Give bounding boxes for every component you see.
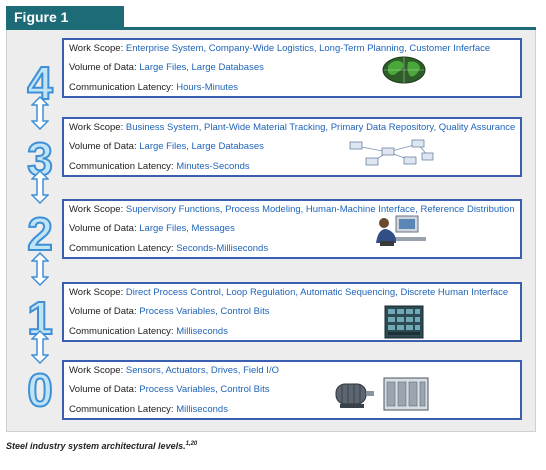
world-globe-icon [382, 56, 426, 84]
level-box-2: Work Scope: Supervisory Functions, Proce… [62, 199, 522, 259]
double-arrow-icon [31, 252, 49, 286]
figure-label: Figure 1 [6, 6, 124, 28]
work-scope-row: Work Scope: Enterprise System, Company-W… [69, 43, 491, 54]
level-number-0: 0 [26, 364, 54, 416]
header-rule [6, 27, 536, 30]
level-number-2: 2 [26, 208, 54, 260]
latency-row: Communication Latency: Hours-Minutes [69, 82, 238, 93]
figure-caption: Steel industry system architectural leve… [6, 441, 198, 451]
work-scope-row: Work Scope: Business System, Plant-Wide … [69, 122, 516, 133]
level-box-0: Work Scope: Sensors, Actuators, Drives, … [62, 360, 522, 420]
work-scope-row: Work Scope: Direct Process Control, Loop… [69, 287, 509, 298]
latency-row: Communication Latency: Milliseconds [69, 404, 228, 415]
double-arrow-icon [31, 330, 49, 364]
data-volume-row: Volume of Data: Process Variables, Contr… [69, 384, 270, 395]
data-volume-row: Volume of Data: Large Files, Messages [69, 223, 235, 234]
operator-workstation-icon [376, 215, 426, 246]
work-scope-row: Work Scope: Sensors, Actuators, Drives, … [69, 365, 279, 376]
motor-and-drive-icon [335, 377, 429, 411]
computer-network-icon [349, 139, 434, 166]
double-arrow-icon [31, 96, 49, 130]
double-arrow-icon [31, 170, 49, 204]
data-volume-row: Volume of Data: Process Variables, Contr… [69, 306, 270, 317]
latency-row: Communication Latency: Milliseconds [69, 326, 228, 337]
data-volume-row: Volume of Data: Large Files, Large Datab… [69, 62, 264, 73]
level-box-3: Work Scope: Business System, Plant-Wide … [62, 117, 522, 177]
control-cabinet-icon [384, 305, 424, 339]
level-box-1: Work Scope: Direct Process Control, Loop… [62, 282, 522, 342]
latency-row: Communication Latency: Seconds-Milliseco… [69, 243, 269, 254]
work-scope-row: Work Scope: Supervisory Functions, Proce… [69, 204, 515, 215]
latency-row: Communication Latency: Minutes-Seconds [69, 161, 250, 172]
level-box-4: Work Scope: Enterprise System, Company-W… [62, 38, 522, 98]
data-volume-row: Volume of Data: Large Files, Large Datab… [69, 141, 264, 152]
